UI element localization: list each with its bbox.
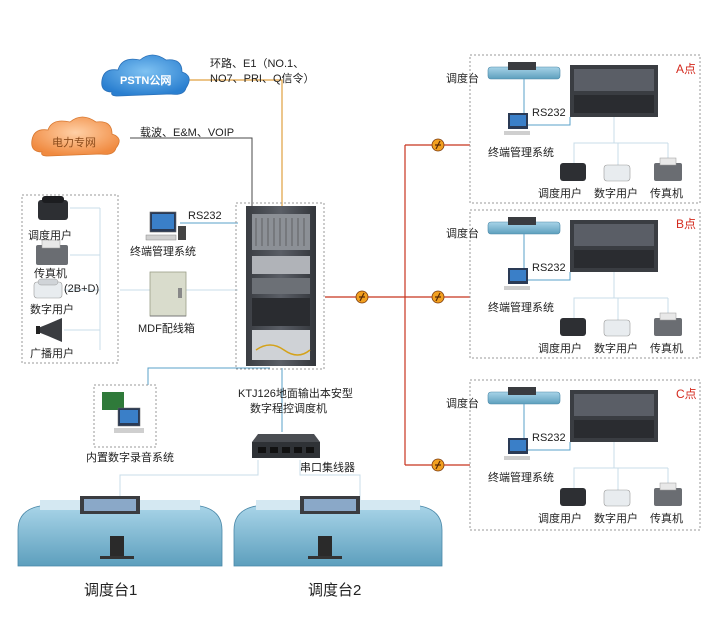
site-dispatch-phone-icon xyxy=(560,488,586,506)
center-rs232-label: RS232 xyxy=(188,210,222,222)
recording-label: 内置数字录音系统 xyxy=(86,452,174,464)
site-rs232-label: RS232 xyxy=(532,432,566,444)
serial-hub-label: 串口集线器 xyxy=(300,462,355,474)
switch-label-2: 数字程控调度机 xyxy=(250,403,327,415)
site-dashed-box xyxy=(469,379,701,531)
site-dispatch-phone-icon xyxy=(560,163,586,181)
digital-phone-icon xyxy=(33,278,63,299)
left-broadcast-user-label: 广播用户 xyxy=(30,348,74,360)
rack-dashed-box xyxy=(235,202,325,370)
site-mgmt-label: 终端管理系统 xyxy=(488,302,554,314)
pstn-link xyxy=(172,79,283,206)
console-link-2 xyxy=(299,460,361,500)
power-cloud-icon: 电力专网 xyxy=(31,116,120,157)
site-fax-icon xyxy=(654,318,682,336)
site-box-0 xyxy=(469,54,701,204)
site-mgmt-label: 终端管理系统 xyxy=(488,147,554,159)
terminal-computer-icon xyxy=(145,211,186,241)
recording-link xyxy=(147,367,270,385)
site-rs232-label: RS232 xyxy=(532,262,566,274)
site-console-label: 调度台 xyxy=(446,398,479,410)
center-terminal-label: 终端管理系统 xyxy=(130,246,196,258)
site-dispatch-phone-icon xyxy=(560,318,586,336)
dispatch-phone-icon xyxy=(38,196,68,220)
console-desk-icon xyxy=(233,496,443,567)
mdf-label: MDF配线箱 xyxy=(138,323,195,335)
recording-system-icon xyxy=(102,392,144,433)
left-dispatch-user-label: 调度用户 xyxy=(28,230,72,242)
switch-label-1: KTJ126地面输出本安型 xyxy=(238,388,353,400)
pstn-cloud-icon: PSTN公网 xyxy=(101,54,190,97)
site-box-2 xyxy=(469,379,701,531)
console-link-1 xyxy=(119,460,259,500)
console1-label: 调度台1 xyxy=(84,582,138,599)
power-link xyxy=(130,137,253,206)
site-box-1 xyxy=(469,209,701,359)
site-name-label: C点 xyxy=(676,387,697,401)
site-digital-user-label: 数字用户 xyxy=(594,188,638,200)
site-dispatch-user-label: 调度用户 xyxy=(538,513,582,525)
site-dashed-box xyxy=(469,209,701,359)
site-fax-icon xyxy=(654,488,682,506)
switch-rack-icon xyxy=(246,206,316,366)
site-mgmt-label: 终端管理系统 xyxy=(488,472,554,484)
site-digital-phone-icon xyxy=(603,319,631,337)
left-fax-label: 传真机 xyxy=(34,268,67,280)
serial-hub-icon xyxy=(252,434,320,458)
pstn-link-label-1: 环路、E1（NO.1、 xyxy=(210,58,305,70)
left-users-box xyxy=(21,194,119,364)
pstn-cloud-label: PSTN公网 xyxy=(120,74,171,87)
pstn-link-label-2: NO7、PRI、Q信令） xyxy=(210,73,315,85)
site-console-label: 调度台 xyxy=(446,228,479,240)
left-2bd-label: (2B+D) xyxy=(64,283,100,295)
console-desk-icon xyxy=(17,496,223,567)
site-dashed-box xyxy=(469,54,701,204)
site-digital-phone-icon xyxy=(603,164,631,182)
sites-group xyxy=(469,54,701,531)
site-fax-label: 传真机 xyxy=(650,188,683,200)
speaker-icon xyxy=(36,318,62,342)
fax-icon xyxy=(36,239,68,265)
site-fax-icon xyxy=(654,163,682,181)
power-link-label: 载波、E&M、VOIP xyxy=(140,127,235,139)
site-name-label: A点 xyxy=(676,62,697,76)
site-digital-user-label: 数字用户 xyxy=(594,343,638,355)
site-digital-user-label: 数字用户 xyxy=(594,513,638,525)
surge-connectors xyxy=(355,138,445,472)
console2-label: 调度台2 xyxy=(308,582,362,599)
recording-dashed-box xyxy=(93,384,157,448)
power-cloud-label: 电力专网 xyxy=(52,135,96,149)
site-fax-label: 传真机 xyxy=(650,513,683,525)
site-name-label: B点 xyxy=(676,217,697,231)
site-fax-label: 传真机 xyxy=(650,343,683,355)
mdf-box-icon xyxy=(149,271,187,317)
site-digital-phone-icon xyxy=(603,489,631,507)
left-digital-user-label: 数字用户 xyxy=(30,304,74,316)
site-dispatch-user-label: 调度用户 xyxy=(538,343,582,355)
site-rs232-label: RS232 xyxy=(532,107,566,119)
site-dispatch-user-label: 调度用户 xyxy=(538,188,582,200)
site-console-label: 调度台 xyxy=(446,73,479,85)
